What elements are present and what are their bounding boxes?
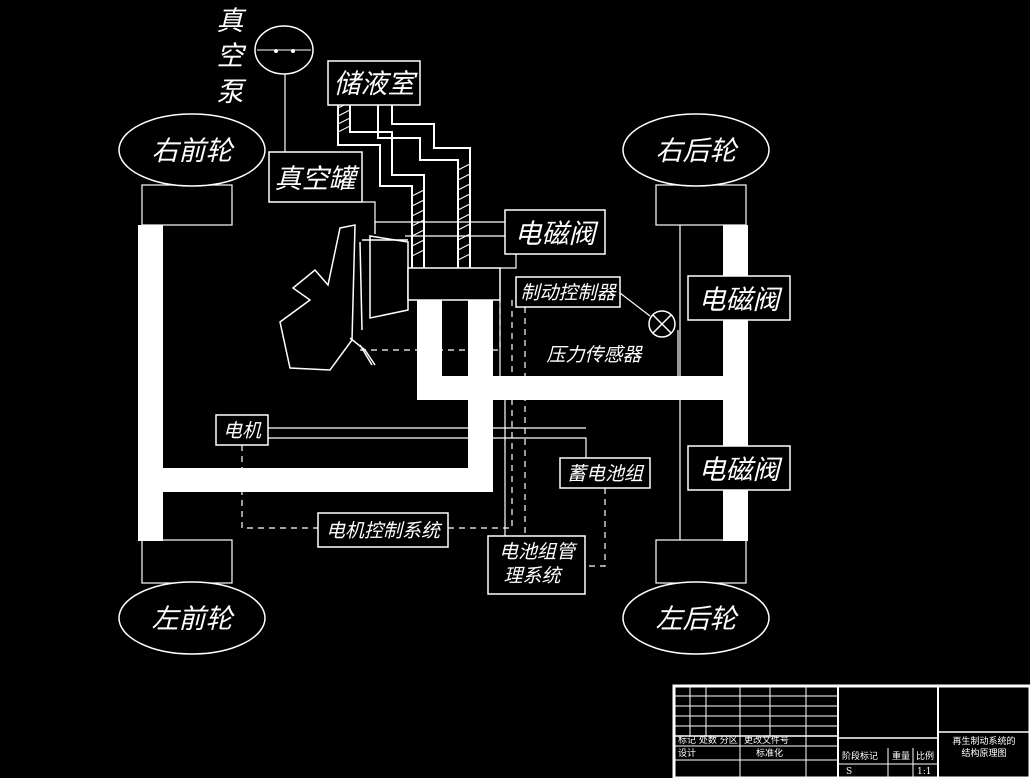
motor-label: 电机 [223,420,262,442]
wheel-front-left-label: 左前轮 [152,604,236,635]
wheel-front-right: 右前轮 [118,113,266,187]
title-block-scale-value: 1:1 [917,767,931,777]
title-block [672,684,1030,778]
brake-controller: 制动控制器 [515,276,621,308]
wheel-front-right-label: 右前轮 [152,136,236,167]
pressure-sensor-label: 压力传感器 [546,344,643,366]
battery-management-system: 电池组管 理系统 [487,535,586,595]
brake-controller-label: 制动控制器 [520,282,617,304]
brake-booster-assembly [279,224,501,371]
title-block-row-design: 设计 [678,747,696,759]
vacuum-pump-label-1: 真 [217,6,247,37]
solenoid-valve-right-lower: 电磁阀 [687,445,791,491]
brake-pipes [138,225,748,541]
title-block-drawing-title-2: 结构原理图 [961,747,1006,759]
vacuum-tank-label: 真空罐 [275,164,361,195]
wheel-rear-right-label: 右后轮 [656,136,740,167]
solenoid-valve-top-label: 电磁阀 [515,219,599,250]
vacuum-pump-label-3: 泵 [217,77,247,108]
battery-management-label-1: 电池组管 [499,541,578,563]
solenoid-valve-right-lower-label: 电磁阀 [699,455,783,486]
title-block-row-marks: 标记 处数 分区 [678,734,738,746]
pressure-sensor-symbol [648,310,676,338]
title-block-stage-value: S [846,767,852,777]
title-block-drawing-title-1: 再生制动系统的 [952,735,1015,747]
vacuum-pump: 真 空 泵 [217,6,314,152]
battery-pack: 蓄电池组 [559,457,651,489]
motor: 电机 [215,414,269,446]
motor-control-system-label: 电机控制系统 [326,520,443,542]
wheel-rear-left: 左后轮 [622,581,770,655]
vacuum-pump-label-2: 空 [217,41,247,72]
battery-management-label-2: 理系统 [503,565,563,587]
wheel-front-left: 左前轮 [118,581,266,655]
title-block-row-std: 标准化 [756,747,783,759]
solenoid-valve-right-upper-label: 电磁阀 [699,285,783,316]
solenoid-valve-top: 电磁阀 [504,209,606,255]
reservoir: 储液室 [327,60,421,106]
signal-lines [268,221,679,536]
title-block-row-doc: 更改文件号 [744,734,789,746]
motor-control-system: 电机控制系统 [317,512,449,548]
wheel-rear-right: 右后轮 [622,113,770,187]
title-block-text: 标记 处数 分区 更改文件号 设计 标准化 阶段标记 重量 比例 S 1:1 再… [678,734,1016,777]
title-block-weight: 重量 [892,750,910,762]
battery-pack-label: 蓄电池组 [567,463,645,485]
wheel-rear-left-label: 左后轮 [656,604,740,635]
reservoir-label: 储液室 [334,69,419,100]
vacuum-tank: 真空罐 [268,151,376,234]
title-block-scale: 比例 [916,750,934,762]
title-block-stage-mark: 阶段标记 [842,750,878,762]
solenoid-valve-right-upper: 电磁阀 [687,275,791,321]
reservoir-pipe-hatch [337,101,471,261]
